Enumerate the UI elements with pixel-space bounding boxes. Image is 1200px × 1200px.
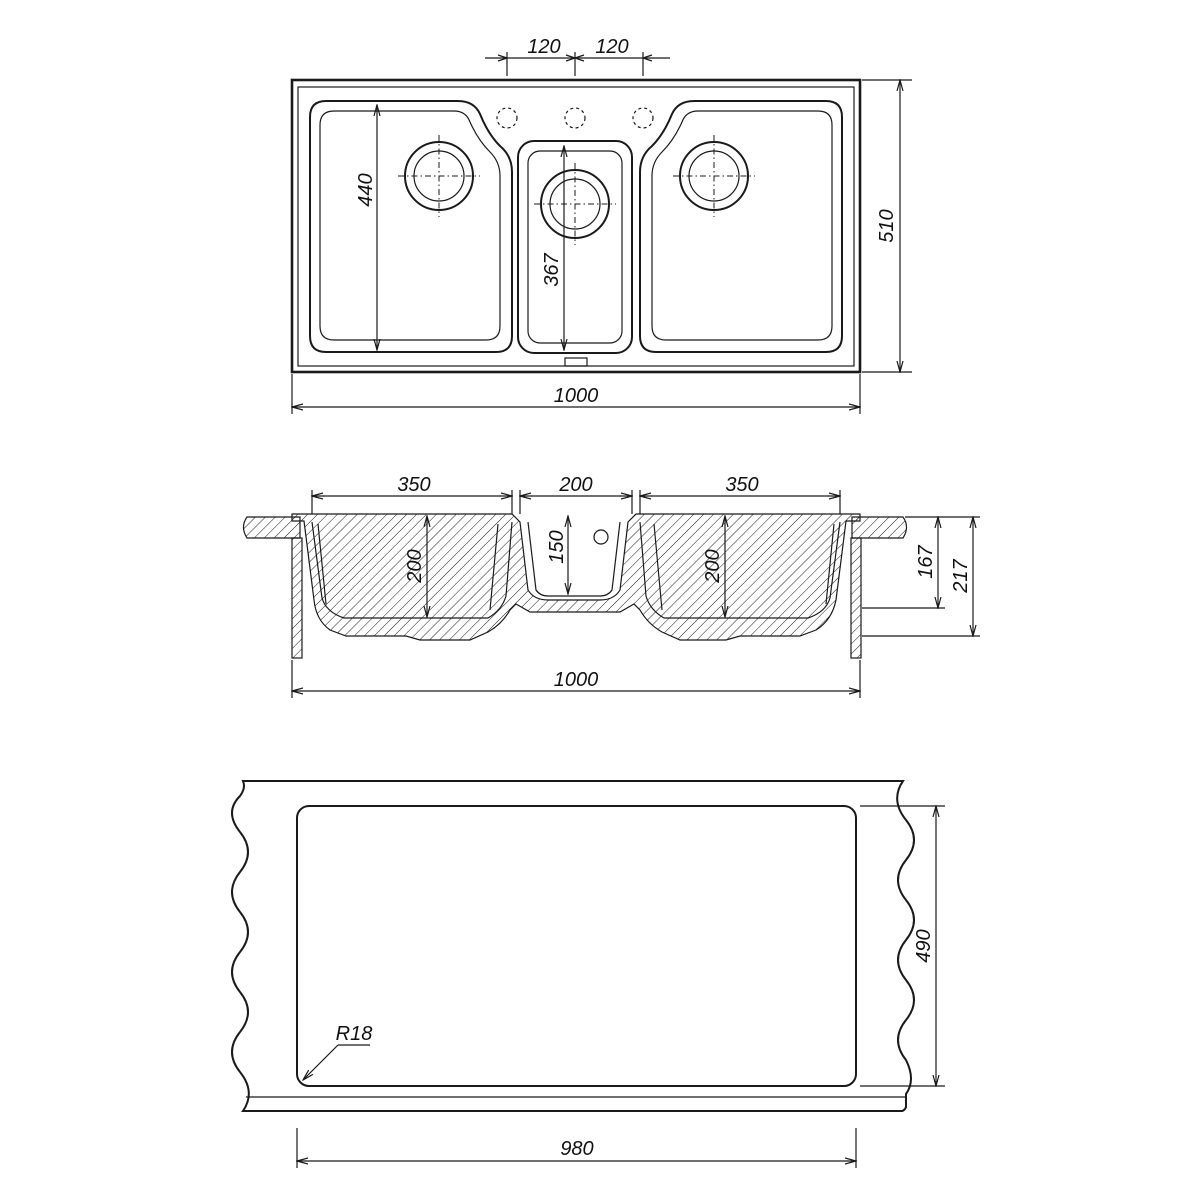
dim-total-height: 217 bbox=[950, 558, 972, 593]
dim-hole-spacing-left: 120 bbox=[527, 36, 560, 58]
cabinet-panel-left bbox=[291, 537, 303, 659]
center-drain-outer bbox=[540, 169, 610, 239]
dim-right-bowl-width: 350 bbox=[725, 474, 758, 496]
dim-bowl-length: 440 bbox=[355, 173, 377, 206]
tap-hole-right bbox=[632, 107, 654, 129]
dim-section-width: 1000 bbox=[554, 669, 599, 691]
left-bowl bbox=[309, 100, 513, 353]
dim-center-bowl-length: 367 bbox=[541, 252, 563, 286]
dim-overall-depth: 510 bbox=[876, 209, 898, 242]
left-bowl-inner bbox=[319, 110, 501, 341]
sink-section-shell bbox=[291, 513, 861, 641]
right-bowl bbox=[639, 100, 843, 353]
dim-left-bowl-width: 350 bbox=[397, 474, 430, 496]
tap-hole-center bbox=[564, 107, 586, 129]
overflow-hole bbox=[593, 529, 609, 545]
countertop-left bbox=[242, 516, 301, 539]
sink-section-inner bbox=[311, 521, 513, 619]
top-view: 120 120 440 367 510 1000 bbox=[290, 36, 912, 414]
dim-overall-width: 1000 bbox=[554, 385, 599, 407]
dim-cutout-depth: 490 bbox=[913, 929, 935, 962]
cabinet-panel-right bbox=[850, 537, 862, 659]
dim-center-bowl-depth: 150 bbox=[546, 530, 568, 563]
cutout-rectangle bbox=[296, 805, 857, 1087]
right-bowl-inner bbox=[651, 110, 833, 341]
dim-left-bowl-depth: 200 bbox=[404, 549, 426, 583]
dim-hole-spacing-right: 120 bbox=[595, 36, 628, 58]
cutout-view: R18 490 980 bbox=[231, 780, 945, 1168]
left-drain-outer bbox=[404, 141, 474, 211]
center-bowl-inner bbox=[527, 150, 623, 344]
sink-outline bbox=[290, 78, 862, 374]
corner-radius-label: R18 bbox=[336, 1023, 373, 1045]
countertop-outline bbox=[231, 780, 915, 1112]
dim-right-bowl-depth: 200 bbox=[702, 549, 724, 583]
center-bowl bbox=[517, 140, 633, 354]
dim-cutout-width: 980 bbox=[560, 1138, 593, 1160]
sink-rim-inner bbox=[297, 86, 855, 367]
dim-depth-below-counter: 167 bbox=[915, 544, 937, 578]
overflow-slot bbox=[564, 357, 588, 367]
countertop-right bbox=[851, 516, 908, 539]
tap-hole-left bbox=[496, 107, 518, 129]
right-drain-outer bbox=[679, 141, 749, 211]
section-view: 350 200 350 200 150 200 167 217 1000 bbox=[242, 474, 980, 698]
dim-center-bowl-width: 200 bbox=[558, 474, 592, 496]
